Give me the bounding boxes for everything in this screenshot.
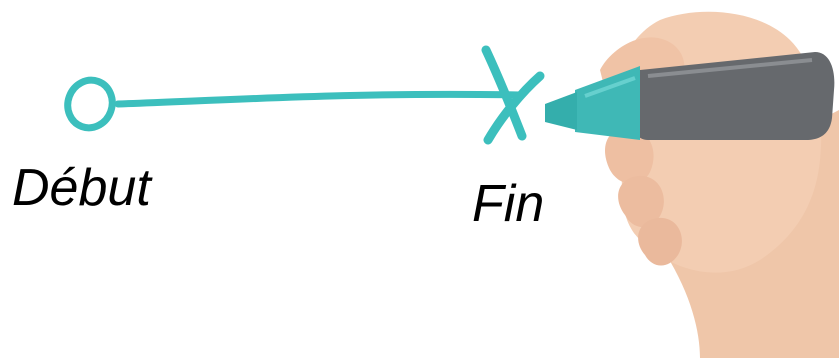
marker-cap	[575, 66, 640, 140]
start-label: Début	[12, 159, 151, 217]
hand-holding-marker	[545, 11, 839, 358]
marker-tip	[545, 92, 577, 130]
path-line	[114, 90, 524, 108]
end-cross-icon	[481, 45, 545, 145]
start-circle-icon	[64, 76, 116, 132]
end-label: Fin	[472, 175, 545, 233]
